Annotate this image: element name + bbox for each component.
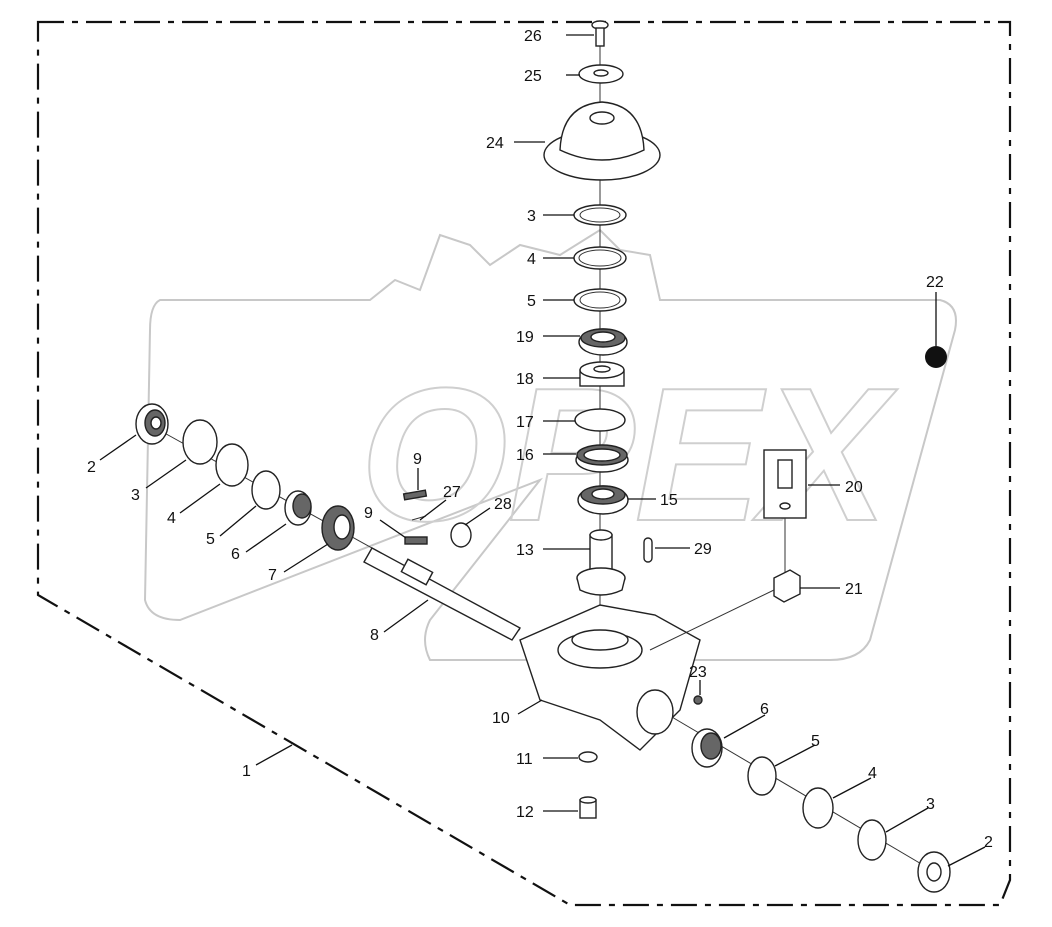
part-ring-5-left <box>251 470 281 510</box>
leader-lines <box>99 34 986 867</box>
part-washer-11 <box>578 751 598 763</box>
part-ring-5-right <box>747 756 777 796</box>
part-circlip-28 <box>450 522 472 548</box>
callout-22: 22 <box>926 274 944 291</box>
part-circlip-3-top <box>573 204 627 226</box>
callout-4-right: 4 <box>868 765 877 782</box>
part-bevel-gear-7 <box>321 505 355 551</box>
callout-1: 1 <box>242 763 251 780</box>
callout-3-right: 3 <box>926 796 935 813</box>
callout-3-left: 3 <box>131 487 140 504</box>
part-plug-23 <box>693 695 703 705</box>
callout-23: 23 <box>689 664 707 681</box>
part-screw-26 <box>591 20 609 47</box>
callout-9-top: 9 <box>413 451 422 468</box>
part-key-29 <box>643 537 653 563</box>
part-fitting-21 <box>773 569 801 603</box>
part-plug-12 <box>579 796 597 819</box>
callout-9-mid: 9 <box>364 505 373 522</box>
callout-29: 29 <box>694 541 712 558</box>
part-bearing-19 <box>578 328 628 356</box>
callout-28: 28 <box>494 496 512 513</box>
part-washer-25 <box>578 64 624 84</box>
part-breather-20 <box>763 449 807 519</box>
part-seal-16 <box>575 444 629 473</box>
callout-15: 15 <box>660 492 678 509</box>
part-ring-4-left <box>215 443 249 487</box>
callout-20: 20 <box>845 479 863 496</box>
part-housing-10 <box>519 604 701 751</box>
part-pinion-13 <box>576 529 626 596</box>
part-oring-17 <box>574 408 626 432</box>
callout-7: 7 <box>268 567 277 584</box>
callout-26: 26 <box>524 28 542 45</box>
callout-3-top: 3 <box>527 208 536 225</box>
assembly-frame <box>36 20 1012 907</box>
callout-12: 12 <box>516 804 534 821</box>
part-seal-2-left <box>135 403 169 445</box>
callout-labels: 26 25 24 3 4 5 19 18 17 16 15 13 29 28 9… <box>87 28 993 851</box>
part-bearing-6-right <box>691 728 723 768</box>
part-bearing-15 <box>577 485 629 515</box>
part-bearing-6-left <box>284 490 312 526</box>
callout-4-left: 4 <box>167 510 176 527</box>
callout-4-top: 4 <box>527 251 536 268</box>
part-ring-4-top <box>573 246 627 270</box>
part-circlip-3-right <box>857 819 887 861</box>
callout-25: 25 <box>524 68 542 85</box>
part-circlip-3-left <box>182 419 218 465</box>
callout-27: 27 <box>443 484 461 501</box>
callout-8: 8 <box>370 627 379 644</box>
callout-6-right: 6 <box>760 701 769 718</box>
callout-5-right: 5 <box>811 733 820 750</box>
part-cover-24 <box>543 101 661 181</box>
callout-24: 24 <box>486 135 504 152</box>
callout-21: 21 <box>845 581 863 598</box>
callout-18: 18 <box>516 371 534 388</box>
fitting-leader-axis <box>649 589 775 651</box>
watermark-text: OPEX <box>360 349 898 561</box>
watermark-logo: OPEX <box>143 228 957 661</box>
callout-2-right: 2 <box>984 834 993 851</box>
part-ring-5-top <box>573 288 627 312</box>
callout-17: 17 <box>516 414 534 431</box>
part-shaft-8 <box>363 547 522 641</box>
callout-5-left: 5 <box>206 531 215 548</box>
part-seal-2-right <box>917 851 951 893</box>
callout-5-top: 5 <box>527 293 536 310</box>
part-dot-22 <box>925 346 947 368</box>
callout-11: 11 <box>516 751 533 768</box>
callout-16: 16 <box>516 447 534 464</box>
callout-6-left: 6 <box>231 546 240 563</box>
callout-10: 10 <box>492 710 510 727</box>
part-spacer-18 <box>579 361 625 387</box>
callout-2-left: 2 <box>87 459 96 476</box>
callout-13: 13 <box>516 542 534 559</box>
part-ring-4-right <box>802 787 834 829</box>
callout-19: 19 <box>516 329 534 346</box>
